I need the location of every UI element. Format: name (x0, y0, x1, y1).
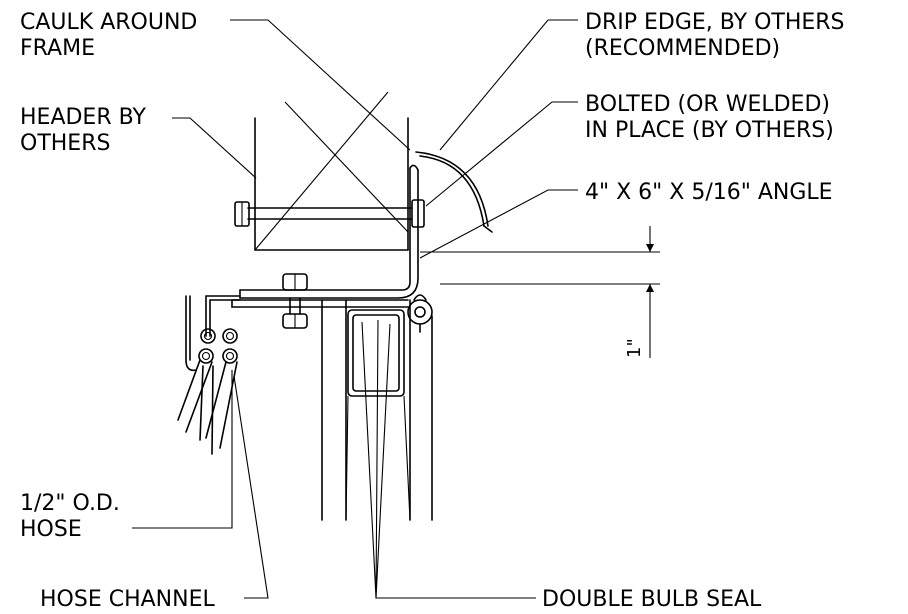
bolted-label-line2: IN PLACE (BY OTHERS) (585, 118, 834, 143)
callout-bulb-seal: DOUBLE BULB SEAL (542, 587, 762, 612)
drip-edge-label-line2: (RECOMMENDED) (585, 36, 780, 61)
callout-hose-channel: HOSE CHANNEL (40, 587, 215, 612)
through-bolt (234, 199, 425, 228)
hose-label-line2: HOSE (20, 517, 82, 542)
callout-drip-edge: DRIP EDGE, BY OTHERS (RECOMMENDED) (585, 10, 845, 61)
dimension-label: 1" (624, 338, 645, 358)
header-beam (254, 91, 409, 251)
drip-edge-label-line1: DRIP EDGE, BY OTHERS (585, 10, 845, 35)
hose-channel-label: HOSE CHANNEL (40, 587, 215, 612)
callout-caulk: CAULK AROUND FRAME (20, 10, 197, 61)
angle-label: 4" X 6" X 5/16" ANGLE (585, 180, 833, 205)
callout-bolted: BOLTED (OR WELDED) IN PLACE (BY OTHERS) (585, 92, 834, 143)
callout-angle: 4" X 6" X 5/16" ANGLE (585, 180, 833, 205)
hoses (177, 328, 238, 455)
bulb-seal (345, 309, 411, 521)
caulk-label-line1: CAULK AROUND (20, 10, 197, 35)
bulb-seal-label: DOUBLE BULB SEAL (542, 587, 762, 612)
bolted-label-line1: BOLTED (OR WELDED) (585, 92, 830, 117)
seal-clamp (407, 294, 433, 333)
callout-hose: 1/2" O.D. HOSE (20, 491, 120, 542)
header-label-line1: HEADER BY (20, 105, 147, 130)
seal-retainer (231, 299, 409, 308)
door-edge (321, 299, 433, 521)
leader-lines (132, 19, 578, 599)
steel-angle (239, 164, 419, 299)
dimension-1in: 1" (420, 226, 660, 358)
header-label-line2: OTHERS (20, 131, 110, 156)
retainer-bolt (282, 273, 308, 329)
drip-edge (415, 151, 493, 233)
hose-label-line1: 1/2" O.D. (20, 491, 120, 516)
callout-header: HEADER BY OTHERS (20, 105, 147, 156)
caulk-label-line2: FRAME (20, 36, 95, 61)
